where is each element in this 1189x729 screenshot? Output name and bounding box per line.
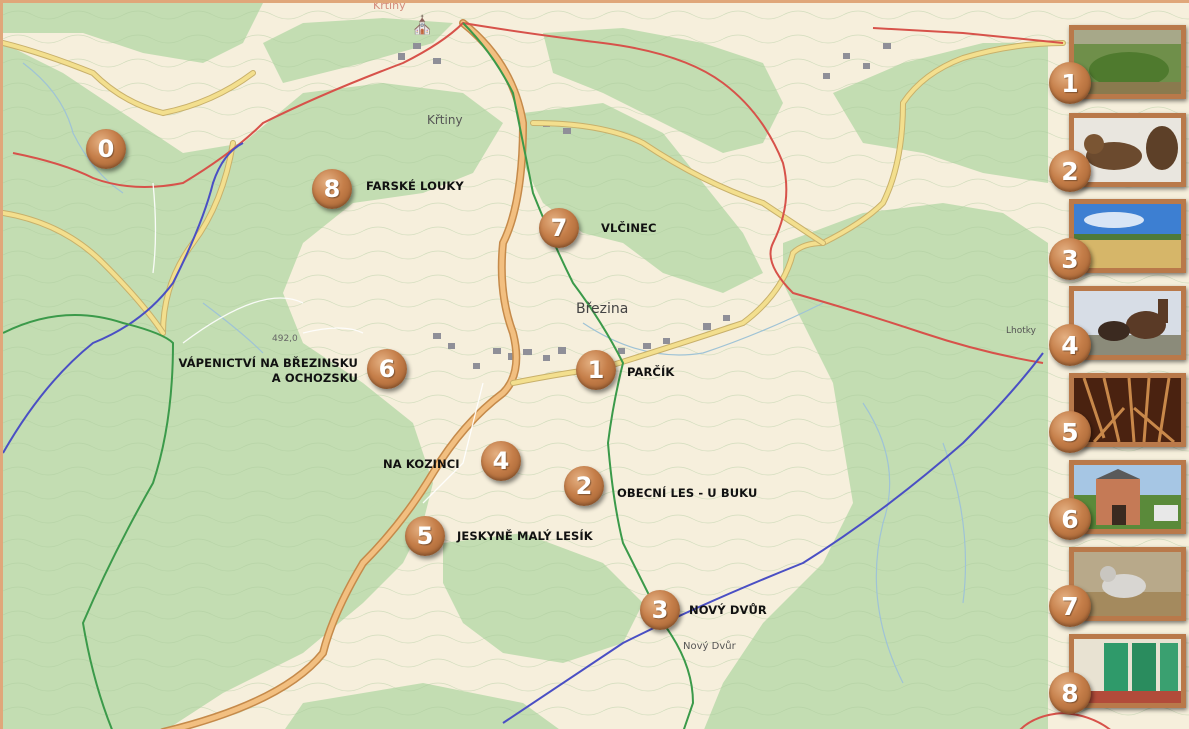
marker-3[interactable]: 3 [640,590,680,630]
marker-4[interactable]: 4 [481,441,521,481]
poi-label-1: PARČÍK [627,365,675,379]
thumbnail-marker-8: 8 [1049,672,1091,714]
thumbnail-marker-6: 6 [1049,498,1091,540]
marker-1[interactable]: 1 [576,350,616,390]
thumbnail-marker-2: 2 [1049,150,1091,192]
place-name: Nový Dvůr [683,641,736,652]
poi-label-5: JESKYNĚ MALÝ LESÍK [457,529,593,543]
thumbnail-2-marten[interactable] [1069,113,1186,187]
poi-label-7: VLČINEC [601,221,657,235]
secondary-roads [3,40,1066,386]
poi-label-2: OBECNÍ LES - U BUKU [617,486,758,500]
thumbnail-3-field[interactable] [1069,199,1186,273]
marker-2[interactable]: 2 [564,466,604,506]
marker-7[interactable]: 7 [539,208,579,248]
place-name: Lhotky [1006,326,1036,336]
thumbnail-marker-4: 4 [1049,324,1091,366]
place-name: Křtiny [427,113,463,127]
thumbnail-6-limekiln[interactable] [1069,460,1186,534]
thumbnail-marker-3: 3 [1049,238,1091,280]
poi-label-3: NOVÝ DVŮR [689,603,767,617]
poi-label-4: NA KOZINCI [383,457,460,471]
main-roads [160,19,528,729]
marker-8[interactable]: 8 [312,169,352,209]
thumbnail-marker-7: 7 [1049,585,1091,627]
marker-5[interactable]: 5 [405,516,445,556]
thumbnail-marker-5: 5 [1049,411,1091,453]
elevation-label: 492,0 [272,334,298,344]
church-icon: ⛪ [411,15,434,36]
marker-0[interactable]: 0 [86,129,126,169]
thumbnail-8-exhibit[interactable] [1069,634,1186,708]
thumbnail-4-horses[interactable] [1069,286,1186,360]
marker-6[interactable]: 6 [367,349,407,389]
thumbnail-1-park[interactable] [1069,25,1186,99]
buildings [398,43,891,369]
map-canvas[interactable] [3,3,1189,729]
place-name: Březina [576,301,629,317]
poi-label-6: VÁPENICTVÍ NA BŘEZINSKU A OCHOZSKU [178,356,358,385]
thumbnail-5-cave[interactable] [1069,373,1186,447]
thumbnail-marker-1: 1 [1049,62,1091,104]
streams [22,62,967,684]
thumbnail-7-wolf[interactable] [1069,547,1186,621]
place-name: Křtiny [373,0,406,12]
paths [152,182,484,504]
poi-label-8: FARSKÉ LOUKY [366,179,464,193]
